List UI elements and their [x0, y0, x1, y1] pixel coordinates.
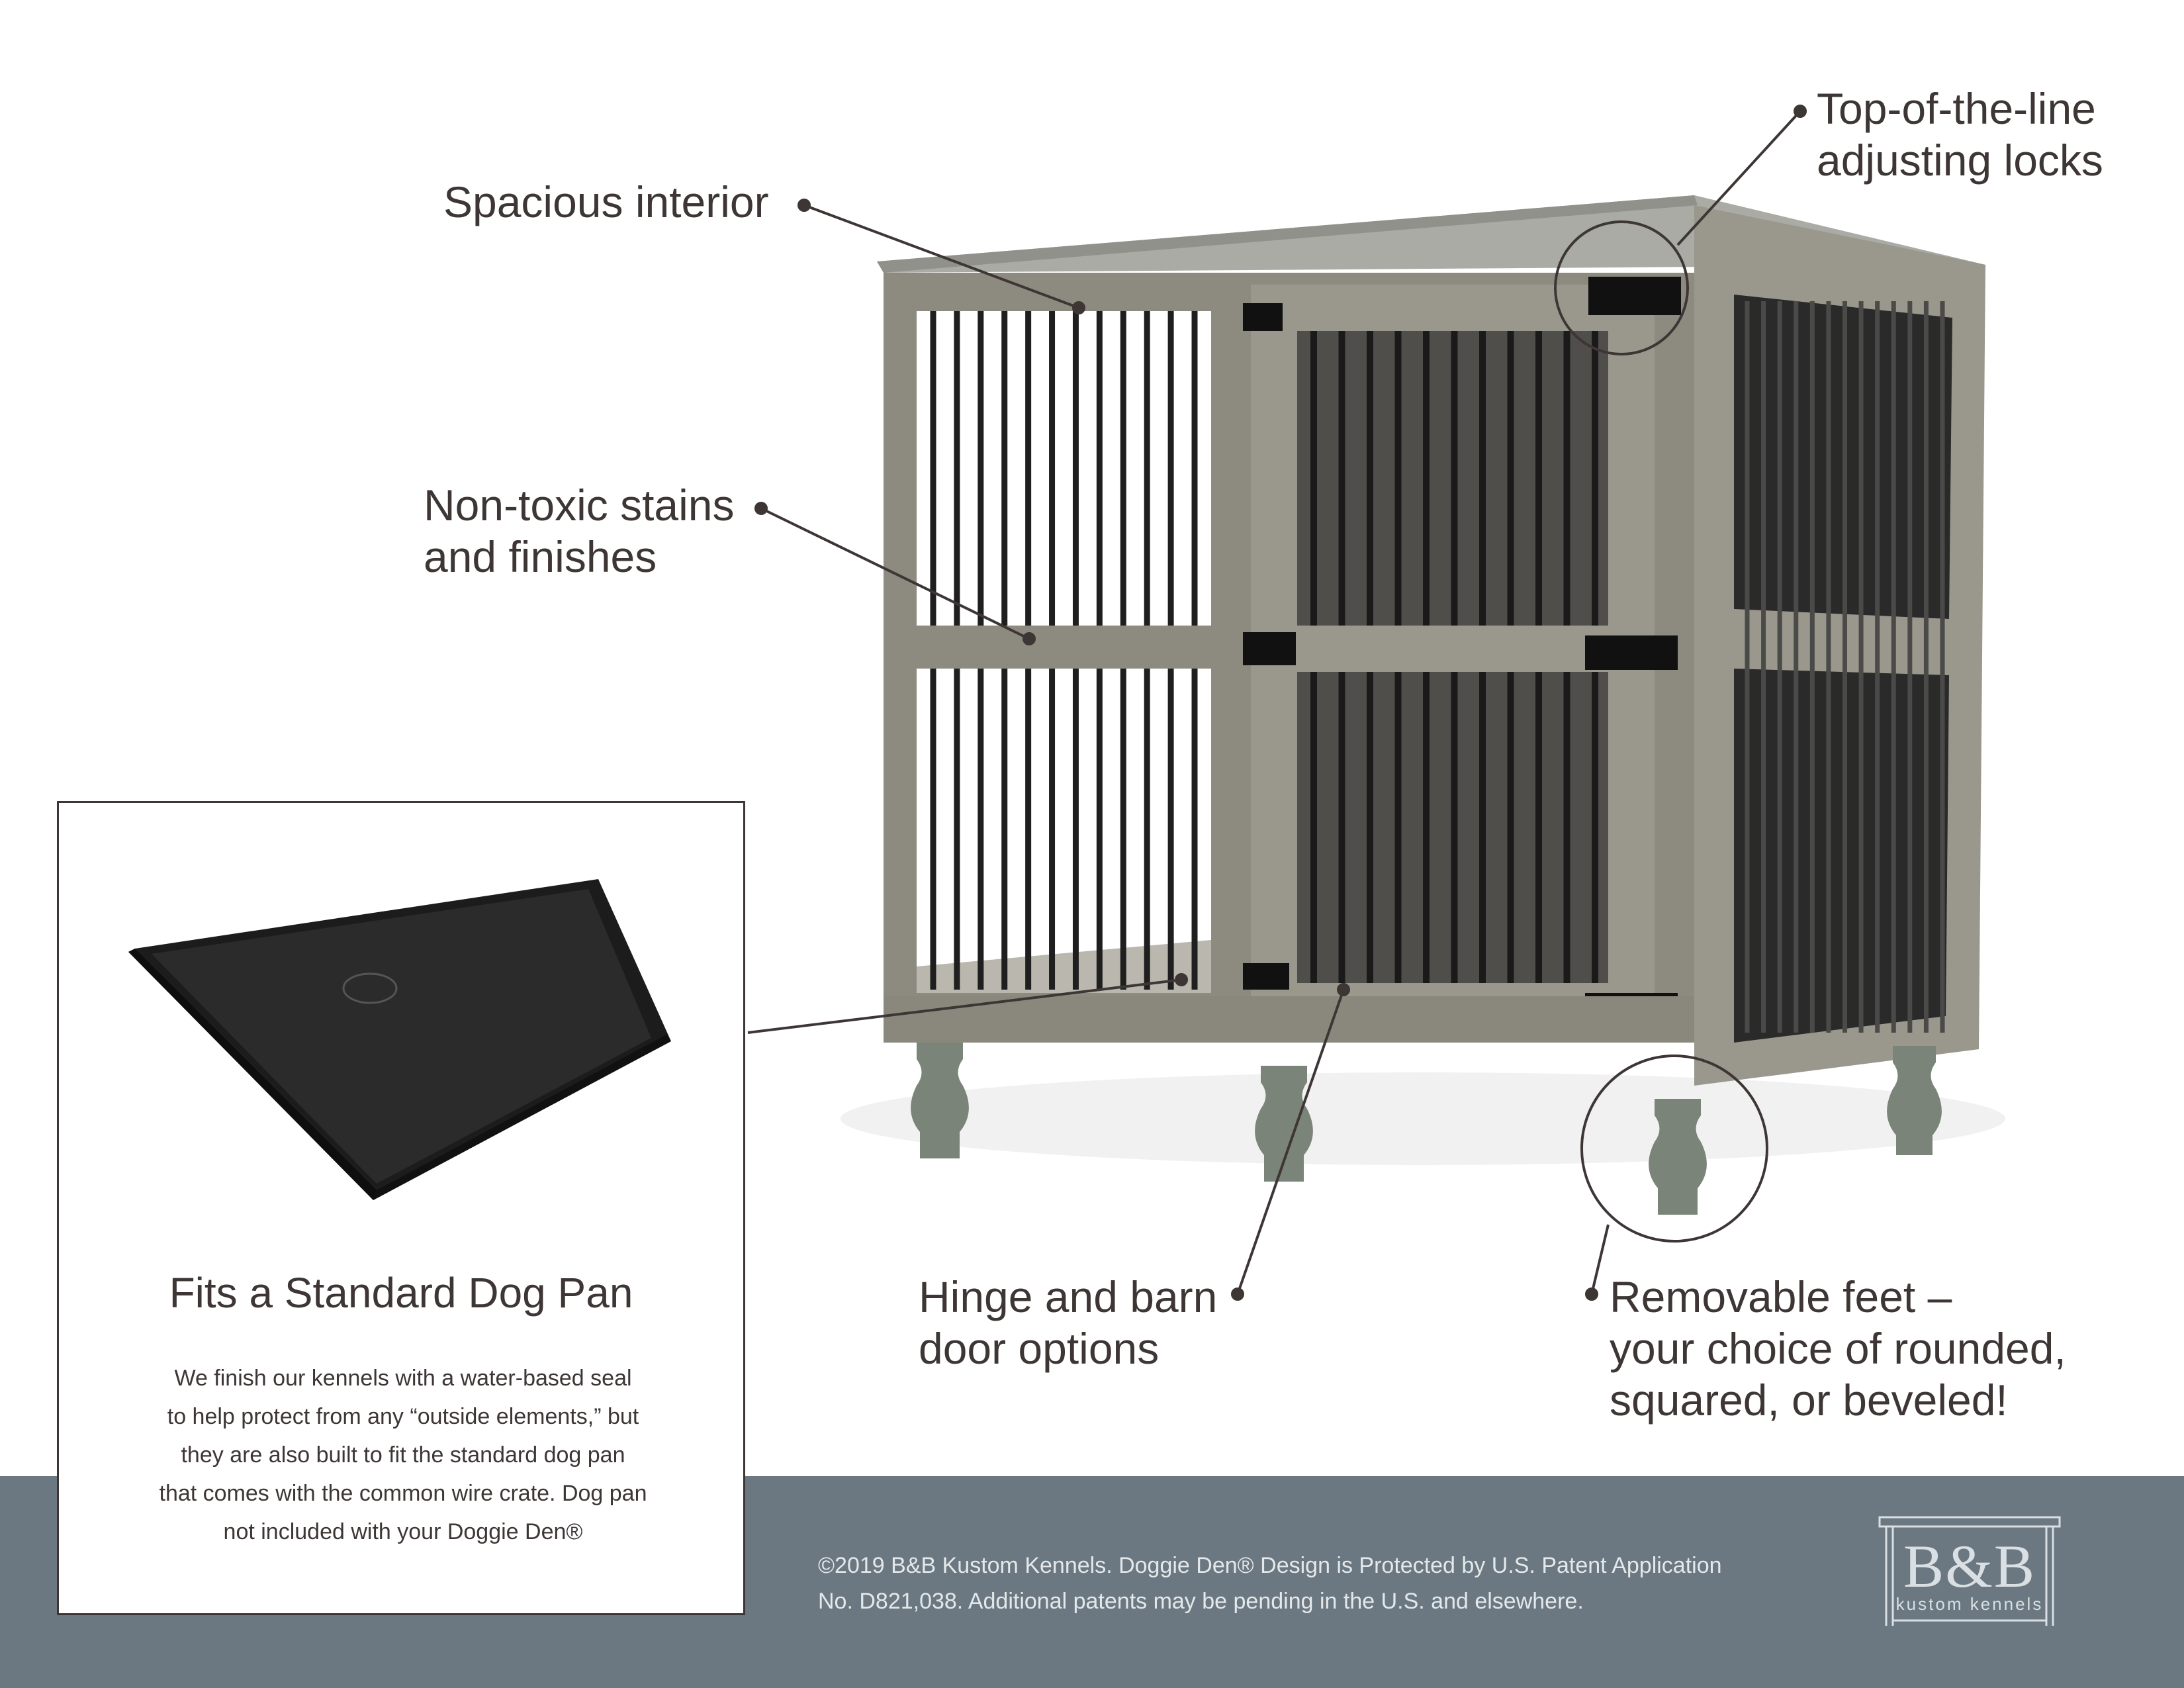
lock-highlight-circle — [1554, 220, 1689, 355]
callout-removable-feet: Removable feet – your choice of rounded,… — [1610, 1271, 2066, 1426]
hinge-middle — [1243, 632, 1296, 665]
callout-hinge-line1: Hinge and barn — [919, 1272, 1218, 1321]
callout-locks-line1: Top-of-the-line — [1817, 84, 2096, 133]
pan-body-line: not included with your Doggie Den® — [223, 1519, 583, 1544]
dog-pan-image — [128, 879, 671, 1200]
callout-feet-line3: squared, or beveled! — [1610, 1376, 2008, 1425]
feet-highlight-circle — [1580, 1055, 1768, 1243]
pan-body-line: to help protect from any “outside elemen… — [167, 1404, 639, 1429]
lock-middle — [1585, 635, 1678, 670]
footer-legal-line1: ©2019 B&B Kustom Kennels. Doggie Den® De… — [818, 1553, 1722, 1578]
floor-shadow — [841, 1072, 2005, 1165]
logo-tagline: kustom kennels — [1895, 1594, 2044, 1614]
callout-feet-line2: your choice of rounded, — [1610, 1324, 2066, 1373]
lock-top — [1588, 277, 1681, 315]
pan-title: Fits a Standard Dog Pan — [169, 1269, 633, 1317]
logo-wordmark: B&B — [1903, 1532, 2036, 1600]
pan-body: We finish our kennels with a water-based… — [99, 1359, 707, 1551]
left-opening-bottom — [917, 669, 1211, 993]
dog-pan-panel: Fits a Standard Dog Pan We finish our ke… — [57, 801, 745, 1615]
pan-body-line: that comes with the common wire crate. D… — [159, 1481, 647, 1506]
brand-logo: B&B kustom kennels — [1877, 1515, 2062, 1634]
pan-body-line: they are also built to fit the standard … — [181, 1442, 625, 1468]
callout-feet-line1: Removable feet – — [1610, 1272, 1952, 1321]
pan-body-line: We finish our kennels with a water-based… — [174, 1366, 632, 1391]
footer-legal-line2: No. D821,038. Additional patents may be … — [818, 1589, 1584, 1614]
callout-hinge-line2: door options — [919, 1324, 1160, 1373]
logo-frame-icon — [1878, 1516, 2061, 1626]
left-opening-top — [917, 311, 1211, 626]
callout-locks-line2: adjusting locks — [1817, 136, 2103, 185]
kennel-feet — [911, 1043, 1942, 1215]
footer-legal-text: ©2019 B&B Kustom Kennels. Doggie Den® De… — [818, 1548, 1722, 1619]
callout-stains-line2: and finishes — [424, 532, 657, 581]
callout-nontoxic-stains: Non-toxic stains and finishes — [424, 479, 735, 583]
callout-hinge-door: Hinge and barn door options — [919, 1271, 1217, 1374]
callout-spacious-text: Spacious interior — [443, 177, 769, 226]
hinge-top — [1243, 303, 1283, 331]
leader-lines — [747, 105, 1807, 1301]
callout-stains-line1: Non-toxic stains — [424, 481, 735, 530]
callout-spacious-interior: Spacious interior — [443, 176, 769, 228]
callout-adjusting-locks: Top-of-the-line adjusting locks — [1817, 83, 2103, 186]
hinge-bottom — [1243, 963, 1289, 990]
